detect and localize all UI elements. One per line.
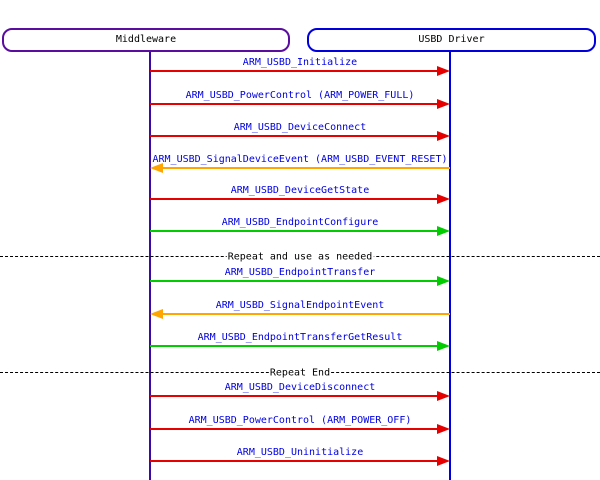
actor-label-middleware: Middleware	[115, 34, 177, 45]
message-line	[150, 198, 438, 200]
message-line	[150, 395, 438, 397]
message-line	[150, 230, 438, 232]
lifeline-middleware	[149, 52, 151, 480]
message-label: ARM_USBD_Uninitialize	[236, 447, 364, 458]
message-label: ARM_USBD_Initialize	[242, 57, 358, 68]
actor-box-middleware: Middleware	[2, 28, 290, 52]
arrowhead-right-icon	[437, 424, 450, 434]
arrowhead-left-icon	[150, 309, 163, 319]
arrowhead-right-icon	[437, 194, 450, 204]
message-label: ARM_USBD_SignalEndpointEvent	[215, 300, 385, 311]
message-label: ARM_USBD_SignalDeviceEvent (ARM_USBD_EVE…	[152, 154, 448, 165]
arrowhead-right-icon	[437, 341, 450, 351]
arrowhead-right-icon	[437, 66, 450, 76]
message-line	[150, 428, 438, 430]
message-line	[150, 280, 438, 282]
actor-box-usbd-driver: USBD Driver	[307, 28, 596, 52]
message-label: ARM_USBD_PowerControl (ARM_POWER_OFF)	[188, 415, 412, 426]
actor-label-usbd-driver: USBD Driver	[418, 34, 485, 45]
arrowhead-right-icon	[437, 99, 450, 109]
separator-label: Repeat and use as needed	[226, 251, 374, 263]
separator-label: Repeat End	[268, 367, 332, 379]
message-line	[150, 70, 438, 72]
message-label: ARM_USBD_PowerControl (ARM_POWER_FULL)	[185, 90, 415, 101]
lifeline-usbd-driver	[449, 52, 451, 480]
message-line	[162, 313, 450, 315]
arrowhead-right-icon	[437, 391, 450, 401]
arrowhead-left-icon	[150, 163, 163, 173]
message-line	[150, 460, 438, 462]
arrowhead-right-icon	[437, 226, 450, 236]
message-label: ARM_USBD_DeviceGetState	[230, 185, 370, 196]
arrowhead-right-icon	[437, 456, 450, 466]
message-label: ARM_USBD_EndpointTransferGetResult	[197, 332, 403, 343]
arrowhead-right-icon	[437, 276, 450, 286]
message-line	[150, 135, 438, 137]
message-label: ARM_USBD_DeviceConnect	[233, 122, 367, 133]
message-label: ARM_USBD_EndpointTransfer	[224, 267, 376, 278]
message-line	[150, 103, 438, 105]
message-label: ARM_USBD_EndpointConfigure	[221, 217, 379, 228]
message-line	[162, 167, 450, 169]
arrowhead-right-icon	[437, 131, 450, 141]
message-label: ARM_USBD_DeviceDisconnect	[224, 382, 376, 393]
message-line	[150, 345, 438, 347]
